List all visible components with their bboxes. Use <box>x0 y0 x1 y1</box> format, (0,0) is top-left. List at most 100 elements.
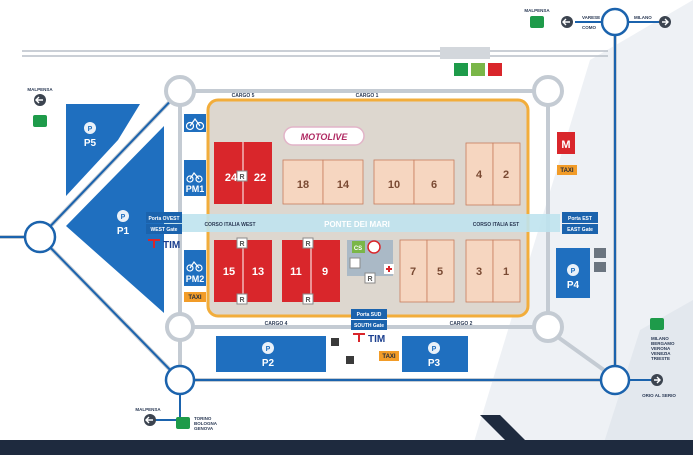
cargo-label: CARGO 4 <box>265 321 288 327</box>
direction-label: VERONA <box>651 346 671 351</box>
hall-label: 3 <box>476 266 482 278</box>
hall-label: 9 <box>322 266 328 278</box>
hall-label: 6 <box>431 179 437 191</box>
parking-pm2[interactable] <box>184 250 206 286</box>
parking-p3[interactable] <box>402 336 468 372</box>
motolive-logo <box>283 126 365 146</box>
direction-label: ORIO AL SERIO <box>642 393 676 398</box>
street-label: CORSO ITALIA WEST <box>204 222 255 228</box>
parking-p-letter: P <box>266 346 271 353</box>
background-shape <box>600 300 693 455</box>
hall-group-beige <box>282 142 521 303</box>
parking-p-letter: P <box>571 268 576 275</box>
gate-label: SOUTH Gate <box>354 323 384 329</box>
hall-label: 4 <box>476 169 483 181</box>
atm-icon <box>367 240 381 254</box>
south-gate-sign <box>351 320 387 330</box>
hall-label: 22 <box>254 172 266 184</box>
bus-icon <box>594 248 606 258</box>
motolive-text: MOTOLIVE <box>301 132 349 142</box>
hall-label: 13 <box>252 266 264 278</box>
restroom-label: R <box>305 297 310 304</box>
direction-label: TRIESTE <box>651 356 670 361</box>
restroom-label: R <box>239 174 244 181</box>
west-gate-sign <box>146 224 182 234</box>
train-logo-icon <box>488 63 502 76</box>
bike-icon <box>184 114 206 132</box>
bus-icon <box>594 262 606 272</box>
hall-10[interactable] <box>373 159 415 205</box>
south-gate-sign <box>351 309 387 319</box>
hall-label: 7 <box>410 266 416 278</box>
direction-label: MILANO <box>651 336 669 341</box>
parking-label: P2 <box>262 358 275 369</box>
restroom-label: R <box>305 241 310 248</box>
parking-p-letter: P <box>432 346 437 353</box>
cs-icon <box>352 241 365 253</box>
hall-label: 1 <box>503 266 509 278</box>
hall-3[interactable] <box>465 239 494 303</box>
cargo-label: CARGO 2 <box>450 321 473 327</box>
hall-label: 14 <box>337 179 350 191</box>
train-logo-icon <box>471 63 485 76</box>
hall-label: 11 <box>290 266 302 278</box>
hall-label: 5 <box>437 266 443 278</box>
hall-5[interactable] <box>426 239 455 303</box>
gate-label: Porta OVEST <box>148 216 179 222</box>
taxi-label: TAXI <box>188 295 202 301</box>
taxi-label: TAXI <box>560 168 574 174</box>
hall-group-red <box>214 142 340 302</box>
direction-label: VENEZIA <box>651 351 671 356</box>
hall-14[interactable] <box>322 159 364 205</box>
hall-6[interactable] <box>413 159 455 205</box>
direction-label: MALPENSA <box>524 8 550 13</box>
parking-label: P4 <box>567 280 580 291</box>
restroom-label: R <box>239 297 244 304</box>
taxi-stand <box>557 165 577 175</box>
metro-icon <box>557 132 575 154</box>
direction-label: BOLOGNA <box>194 421 218 426</box>
gate-label: Porta EST <box>568 216 592 222</box>
street-label: CORSO ITALIA EST <box>473 222 519 228</box>
tim-label: TIM <box>368 334 385 345</box>
direction-label: BERGAMO <box>651 341 675 346</box>
bridge-label: PONTE DEI MARI <box>324 220 390 229</box>
hall-4[interactable] <box>465 142 494 206</box>
parking-label: P3 <box>428 358 441 369</box>
hall-label: 10 <box>388 179 400 191</box>
direction-label: TORINO <box>194 416 212 421</box>
direction-label: GENOVA <box>194 426 214 431</box>
decorative-stripe <box>480 415 540 455</box>
cs-label: CS <box>354 246 362 252</box>
restroom-label: R <box>239 241 244 248</box>
motorway-icon <box>33 16 664 429</box>
train-logo-icon <box>454 63 468 76</box>
bridge-walkway <box>150 214 560 232</box>
west-gate-sign <box>146 212 182 223</box>
parking-label: PM2 <box>186 274 205 284</box>
hall-label: 18 <box>297 179 309 191</box>
footer-band <box>0 440 693 455</box>
parking-p2[interactable] <box>216 336 326 372</box>
hall-label: 24 <box>225 172 238 184</box>
parking-pm1[interactable] <box>184 160 206 196</box>
gate-label: Porta SUD <box>357 312 382 318</box>
roundabout <box>23 7 631 396</box>
tim-label: TIM <box>163 240 180 251</box>
metro-label: M <box>561 139 570 151</box>
parking-p-letter: P <box>88 126 93 133</box>
east-gate-sign <box>562 224 598 234</box>
parking-p-letter: P <box>121 214 126 221</box>
cargo-label: CARGO 5 <box>232 93 255 99</box>
parking-label: PM1 <box>186 184 205 194</box>
station-platform <box>440 47 490 59</box>
direction-label: COMO <box>582 25 596 30</box>
hall-1[interactable] <box>492 239 521 303</box>
taxi-label: TAXI <box>382 354 396 360</box>
restroom-icon <box>236 170 376 305</box>
taxi-stand <box>379 351 399 361</box>
parking-p1[interactable] <box>66 126 164 313</box>
hall-2[interactable] <box>492 142 521 206</box>
